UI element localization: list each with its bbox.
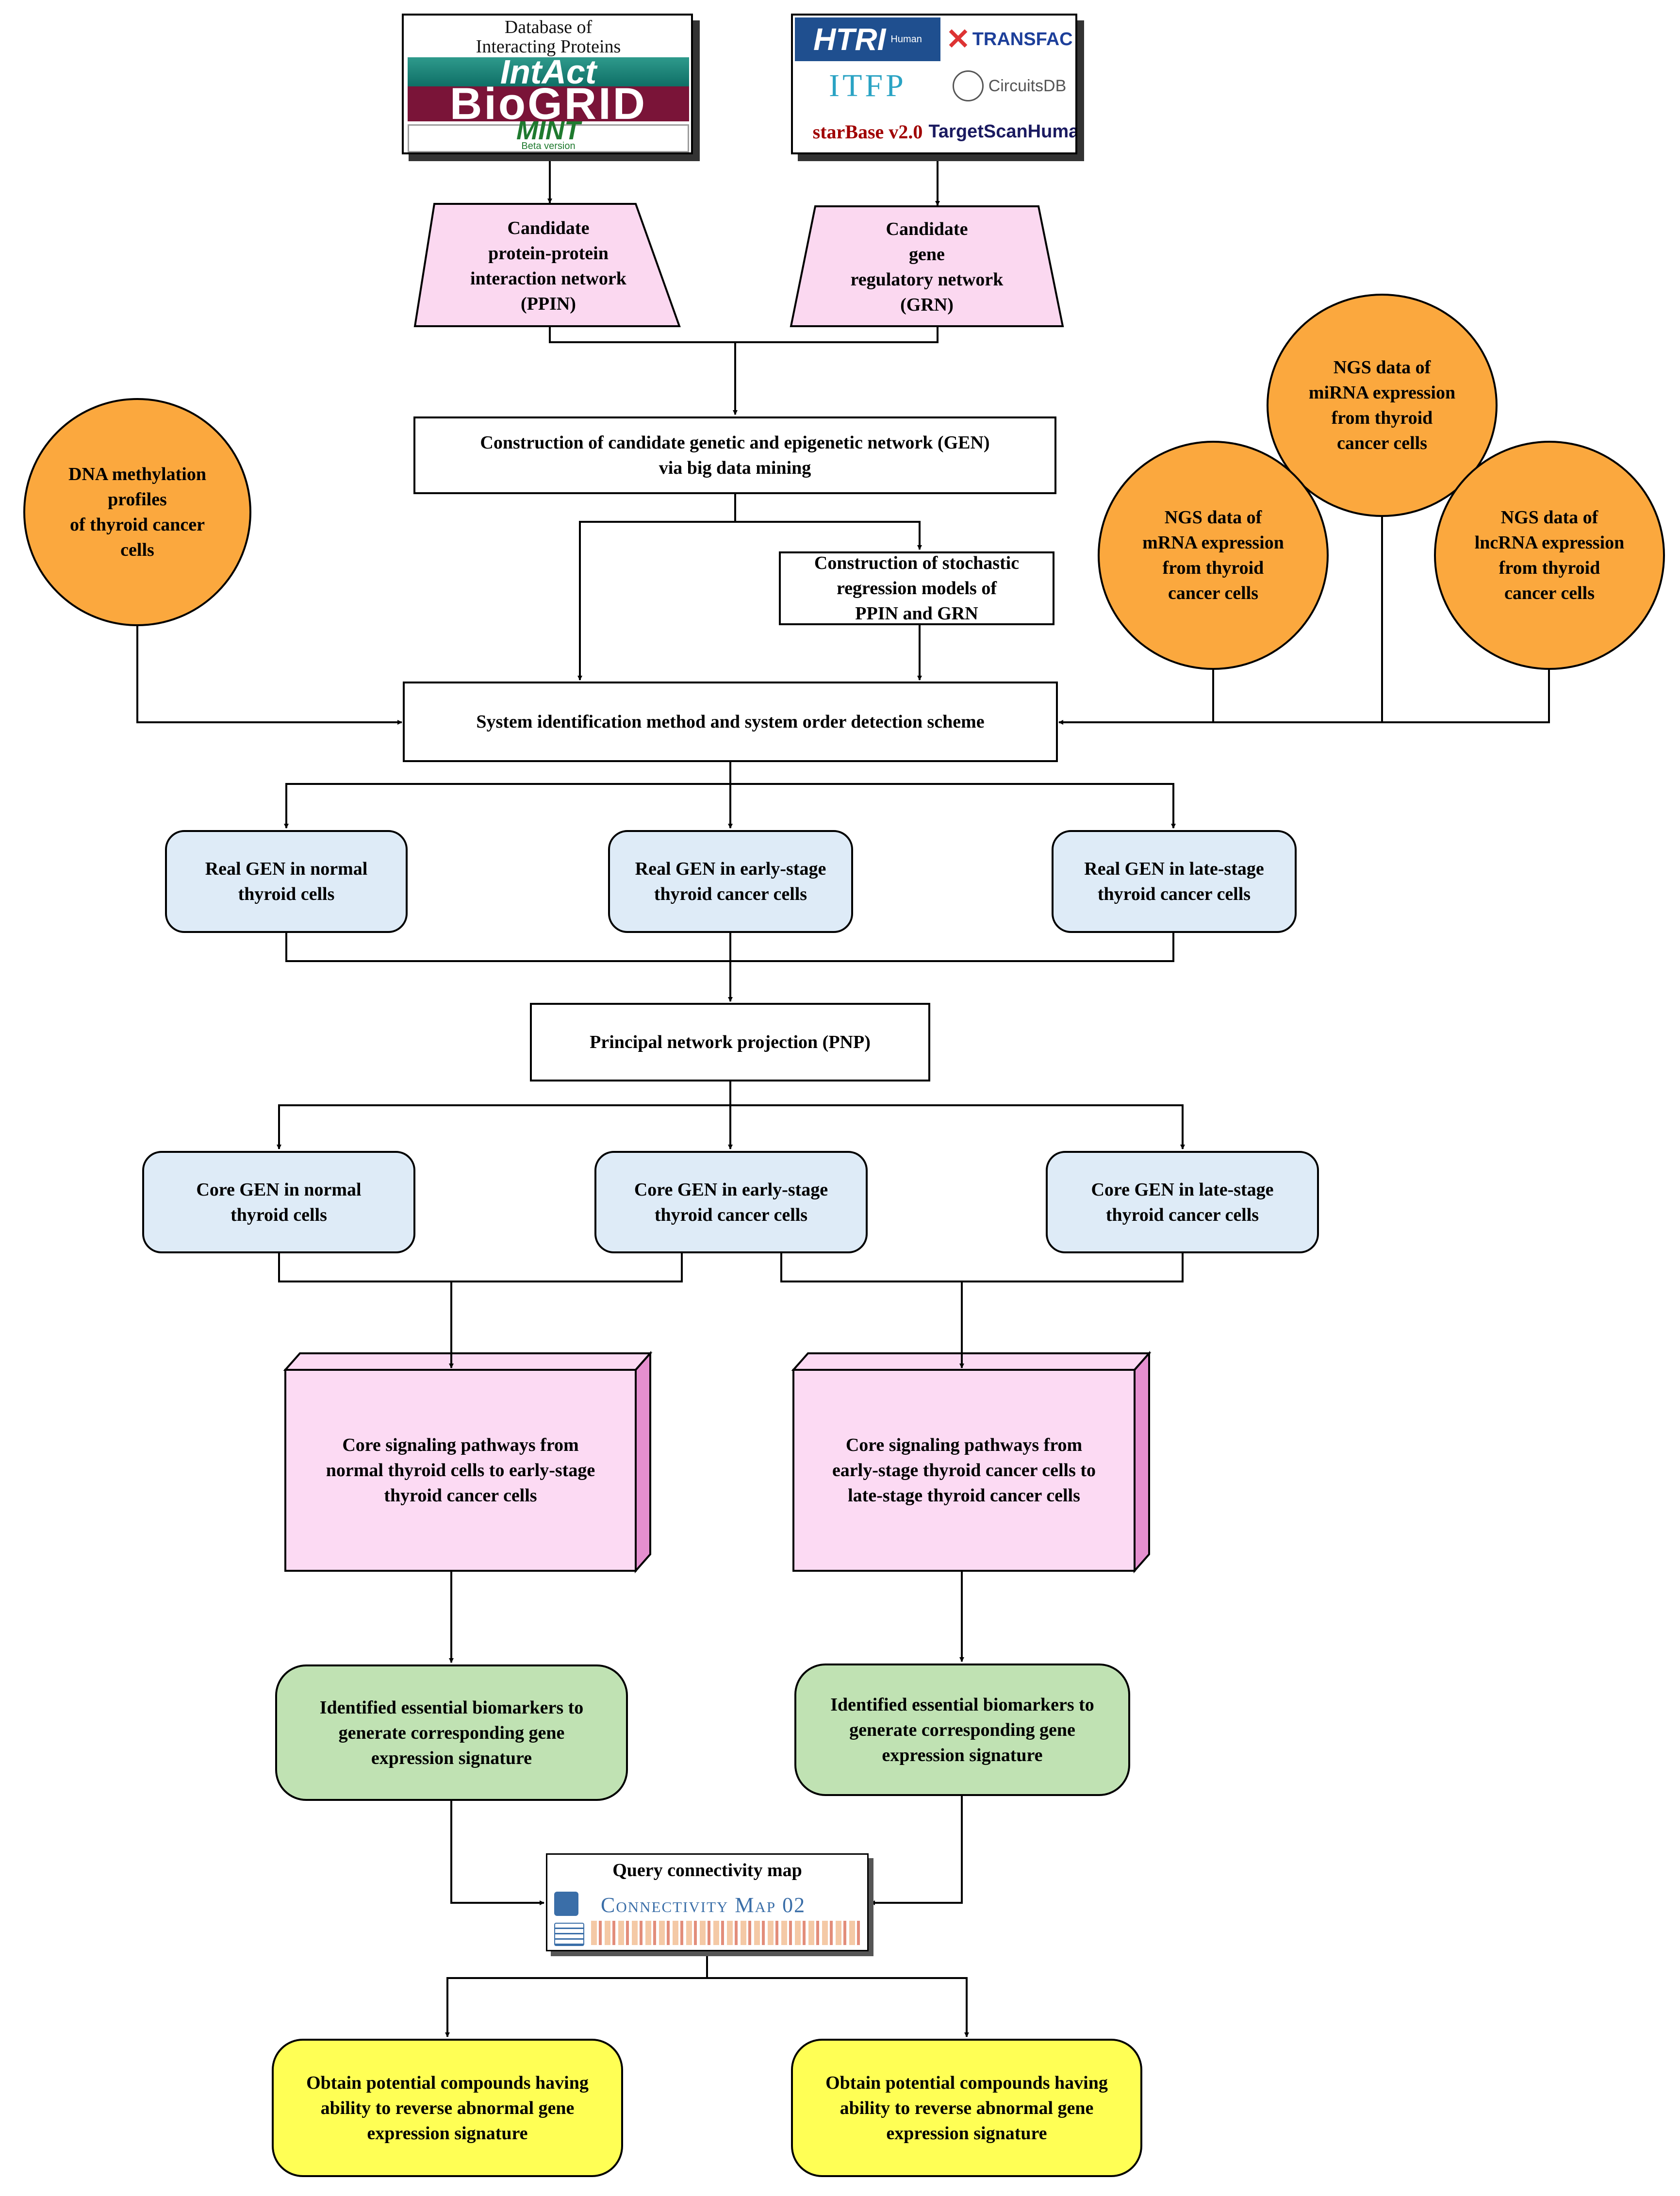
starbase-logo: starBase v2.0 — [812, 120, 923, 143]
pathway-left-node: Core signaling pathways from normal thyr… — [326, 1435, 595, 1506]
intact-logo: IntAct — [408, 53, 689, 91]
pathway-left-box — [283, 1350, 653, 1574]
targetscan-logo: TargetScanHuman — [928, 121, 1077, 142]
grn-database-logos: HTRI Human ✕ TRANSFAC ITFP CircuitsDB st… — [791, 14, 1077, 154]
pathway-right-node: Core signaling pathways from early-stage… — [832, 1435, 1096, 1506]
compounds-right-node: Obtain potential compounds having abilit… — [791, 2039, 1142, 2177]
core-gen-normal-node: Core GEN in normal thyroid cells — [142, 1151, 415, 1253]
ppi-database-logos: Database of Interacting Proteins IntAct … — [402, 14, 693, 154]
real-gen-late-node: Real GEN in late-stage thyroid cancer ce… — [1052, 830, 1297, 933]
gen-construction-node: Construction of candidate genetic and ep… — [413, 416, 1056, 494]
circuitsdb-logo: CircuitsDB — [943, 63, 1075, 109]
cmap-heatmap-strip — [591, 1921, 863, 1945]
biomarkers-right-node: Identified essential biomarkers to gener… — [794, 1664, 1130, 1796]
real-gen-early-node: Real GEN in early-stage thyroid cancer c… — [608, 830, 853, 933]
ngs-mrna-node: NGS data of mRNA expression from thyroid… — [1098, 441, 1329, 670]
cmap-list-icon — [554, 1923, 584, 1946]
cmap-bowl-icon — [554, 1892, 578, 1916]
htri-logo: HTRI Human — [795, 17, 940, 61]
grn-trapezoid — [790, 205, 1064, 327]
pnp-node: Principal network projection (PNP) — [530, 1003, 930, 1081]
real-gen-normal-node: Real GEN in normal thyroid cells — [165, 830, 408, 933]
biomarkers-left-node: Identified essential biomarkers to gener… — [275, 1664, 628, 1801]
cmap-query-title: Query connectivity map — [612, 1860, 802, 1880]
pathway-right-box — [791, 1350, 1152, 1574]
seal-icon — [952, 70, 984, 101]
connectivity-map-panel: Query connectivity map Connectivity Map … — [546, 1853, 869, 1951]
cmap-logo: Connectivity Map 02 — [601, 1893, 806, 1917]
dip-logo: Database of Interacting Proteins — [476, 17, 621, 57]
ppin-node: Candidate protein-protein interaction ne… — [470, 217, 626, 314]
compounds-left-node: Obtain potential compounds having abilit… — [272, 2039, 623, 2177]
core-gen-early-node: Core GEN in early-stage thyroid cancer c… — [594, 1151, 868, 1253]
ngs-lncrna-node: NGS data of lncRNA expression from thyro… — [1434, 441, 1665, 670]
itfp-logo: ITFP — [829, 68, 906, 103]
stochastic-models-node: Construction of stochastic regression mo… — [779, 551, 1054, 625]
system-identification-node: System identification method and system … — [403, 682, 1058, 762]
core-gen-late-node: Core GEN in late-stage thyroid cancer ce… — [1046, 1151, 1319, 1253]
ngs-mirna-node: NGS data of miRNA expression from thyroi… — [1267, 294, 1498, 517]
grn-node: Candidate gene regulatory network (GRN) — [850, 219, 1004, 315]
ppin-trapezoid — [413, 203, 681, 327]
transfac-logo: ✕ TRANSFAC — [946, 23, 1073, 55]
biogrid-logo: BioGRID — [408, 79, 689, 129]
transfac-x-icon: ✕ — [946, 23, 971, 55]
dna-methylation-node: DNA methylation profiles of thyroid canc… — [23, 398, 251, 626]
mint-logo: MINT Beta version — [408, 117, 689, 152]
